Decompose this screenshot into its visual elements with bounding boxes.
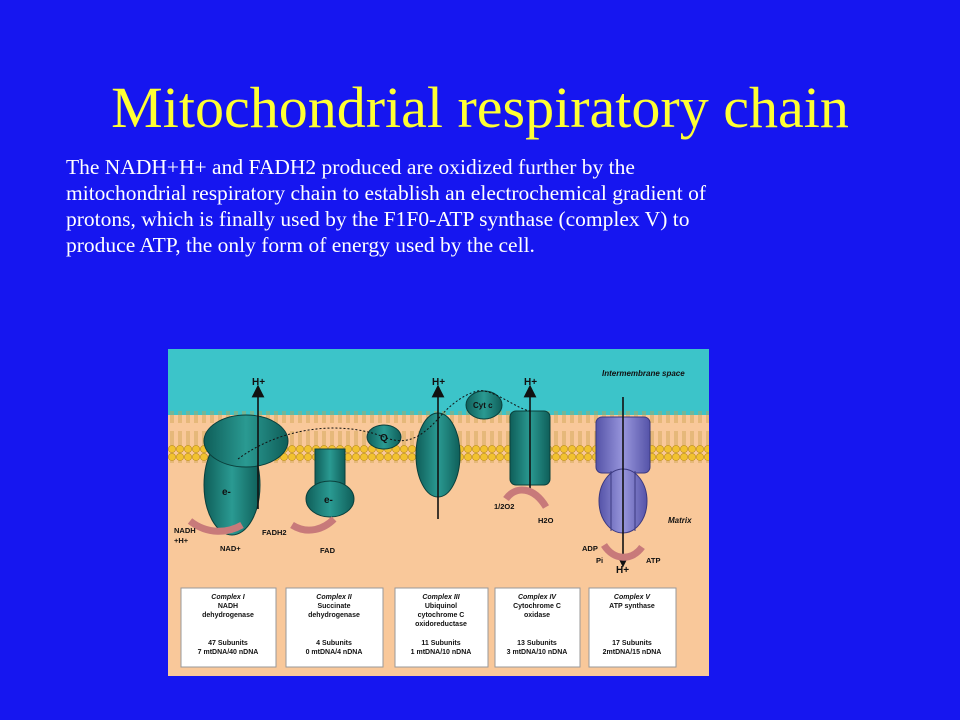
adp-label: ADP [582,544,598,553]
reaction-arrow-o2 [503,486,550,509]
matrix-label: Matrix [668,516,692,525]
nad-label: NAD+ [220,544,241,553]
complex-name: Complex V [614,594,652,601]
proton-label: H+ [252,377,265,388]
complex-name: Complex I [211,594,246,601]
complex-desc: Ubiquinol [425,603,457,610]
body-line: The NADH+H+ and FADH2 produced are oxidi… [66,155,635,179]
h2o-label: H2O [538,516,554,525]
complex-dna: 0 mtDNA/4 nDNA [306,649,363,656]
complex-box: Complex III Ubiquinol cytochrome C oxido… [394,587,489,668]
complex-subunits: 13 Subunits [517,640,557,647]
slide-body-text: The NADH+H+ and FADH2 produced are oxidi… [66,154,896,258]
complex-desc: ATP synthase [609,603,655,610]
cytochrome-c-shape [465,390,503,420]
complex-subunits: 17 Subunits [612,640,652,647]
complex-desc: oxidase [524,612,550,619]
electron-label: e- [222,487,231,498]
pi-label: Pi [596,556,603,565]
complex-desc: dehydrogenase [308,612,360,619]
slide-title: Mitochondrial respiratory chain [111,75,849,140]
complex-i-shape [203,414,289,536]
complex-name: Complex IV [518,594,557,601]
complex-dna: 3 mtDNA/10 nDNA [507,649,568,656]
o2-label: 1/2O2 [494,502,514,511]
proton-label: H+ [524,377,537,388]
reaction-arrow-nadh [187,518,244,535]
electron-label: e- [324,495,333,506]
complex-name: Complex II [316,594,352,601]
complex-desc: NADH [218,603,238,610]
complex-desc: Cytochrome C [513,603,561,610]
complex-subunits: 47 Subunits [208,640,248,647]
complex-desc: cytochrome C [418,612,465,619]
complex-desc: dehydrogenase [202,612,254,619]
complex-subunits: 11 Subunits [421,640,460,647]
reaction-arrow-fadh2 [290,516,337,534]
complex-dna: 1 mtDNA/10 nDNA [411,649,472,656]
fadh2-label: FADH2 [262,528,287,537]
body-line: protons, which is finally used by the F1… [66,207,690,231]
nadh-label: NADH [174,526,196,535]
complex-desc: oxidoreductase [415,621,467,628]
complex-box: Complex I NADH dehydrogenase 47 Subunits… [180,587,277,668]
body-line: mitochondrial respiratory chain to estab… [66,181,706,205]
body-line: produce ATP, the only form of energy use… [66,233,535,257]
reaction-arrow-adp [601,542,645,561]
respiratory-chain-diagram: Intermembrane space Matrix H+ H+ H+ H+ e… [168,349,709,676]
complex-desc: Succinate [317,603,350,610]
atp-label: ATP [646,556,660,565]
proton-label: H+ [432,377,445,388]
complex-ii-shape [305,448,355,518]
nadh-h-label: +H+ [174,536,189,545]
complex-dna: 7 mtDNA/40 nDNA [198,649,259,656]
complex-name: Complex III [422,594,460,601]
fad-label: FAD [320,546,336,555]
complex-dna: 2mtDNA/15 nDNA [603,649,662,656]
intermembrane-label: Intermembrane space [602,369,685,378]
complex-subunits: 4 Subunits [316,640,352,647]
proton-label: H+ [616,565,629,576]
complex-box: Complex IV Cytochrome C oxidase 13 Subun… [494,587,581,668]
complex-box: Complex II Succinate dehydrogenase 4 Sub… [285,587,384,668]
cytochrome-c-label: Cyt c [473,401,493,410]
electron-path [237,390,531,460]
complex-box: Complex V ATP synthase 17 Subunits 2mtDN… [588,587,677,668]
ubiquinone-label: Q [380,433,388,444]
